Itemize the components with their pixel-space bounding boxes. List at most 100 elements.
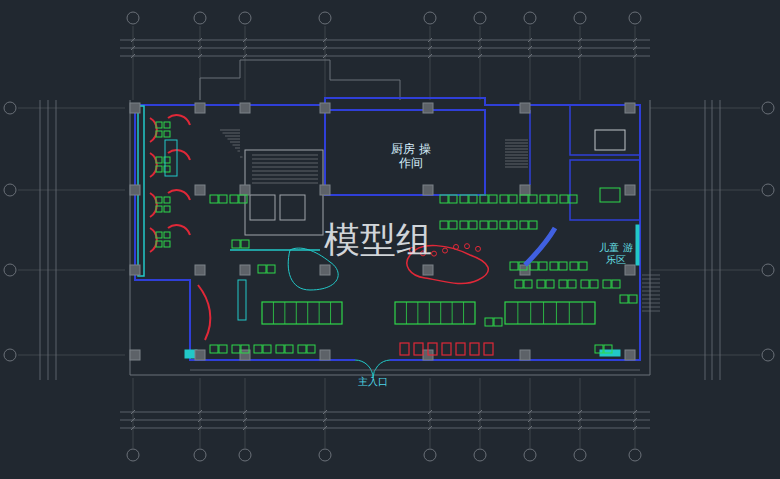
stair-tread bbox=[252, 159, 318, 160]
lift bbox=[250, 195, 275, 220]
chair bbox=[449, 195, 457, 203]
dimension-tick bbox=[528, 426, 532, 430]
step-line bbox=[642, 307, 660, 308]
room-area: 厨房 操作间 bbox=[388, 142, 434, 171]
long-table bbox=[307, 302, 308, 324]
room-wall bbox=[570, 160, 640, 220]
kitchen-wall bbox=[325, 110, 485, 195]
dimension-tick bbox=[131, 418, 135, 422]
chair bbox=[560, 195, 568, 203]
chair bbox=[550, 262, 558, 270]
booth-sofa bbox=[168, 150, 190, 160]
axis-bubble bbox=[239, 449, 251, 461]
chair bbox=[524, 280, 532, 288]
axis-bubble bbox=[319, 12, 331, 24]
column bbox=[423, 265, 433, 275]
long-table bbox=[569, 302, 570, 324]
chair bbox=[267, 265, 275, 273]
column bbox=[625, 103, 635, 113]
stair-tread bbox=[252, 163, 318, 164]
dimension-tick bbox=[478, 54, 482, 58]
chair bbox=[603, 280, 611, 288]
axis-bubble bbox=[424, 449, 436, 461]
axis-bubble bbox=[4, 349, 16, 361]
chair bbox=[500, 221, 508, 229]
stair-tread bbox=[228, 139, 241, 140]
chair bbox=[590, 280, 598, 288]
dimension-tick bbox=[323, 54, 327, 58]
stair-tread bbox=[505, 149, 528, 150]
axis-bubble bbox=[762, 264, 774, 276]
chair bbox=[440, 221, 448, 229]
dimension-tick bbox=[243, 38, 247, 42]
dimension-line bbox=[712, 100, 713, 380]
chair bbox=[156, 157, 162, 163]
dimension-tick bbox=[131, 426, 135, 430]
dimension-tick bbox=[633, 410, 637, 414]
dimension-tick bbox=[243, 54, 247, 58]
stair-tread bbox=[252, 179, 318, 180]
dimension-tick bbox=[131, 410, 135, 414]
chair bbox=[612, 280, 620, 288]
stair-tread bbox=[505, 164, 528, 165]
dimension-line bbox=[56, 100, 57, 380]
chair bbox=[581, 280, 589, 288]
chair bbox=[529, 195, 537, 203]
chair bbox=[210, 195, 218, 203]
chair bbox=[569, 195, 577, 203]
column bbox=[520, 350, 530, 360]
dimension-tick bbox=[428, 418, 432, 422]
chair bbox=[515, 280, 523, 288]
meeting-table bbox=[595, 130, 625, 150]
step-line bbox=[642, 291, 660, 292]
chair bbox=[460, 221, 468, 229]
bar-stool bbox=[476, 246, 481, 251]
dimension-tick bbox=[243, 410, 247, 414]
axis-bubble bbox=[127, 449, 139, 461]
stair-tread bbox=[252, 183, 318, 184]
dimension-tick bbox=[528, 38, 532, 42]
dimension-tick bbox=[198, 38, 202, 42]
door-swing bbox=[373, 360, 390, 378]
axis-line bbox=[18, 190, 125, 191]
dimension-tick bbox=[633, 418, 637, 422]
dimension-tick bbox=[478, 426, 482, 430]
chair bbox=[520, 195, 528, 203]
chair bbox=[156, 166, 162, 172]
stair-tread bbox=[238, 151, 241, 152]
stair-tread bbox=[252, 167, 318, 168]
dimension-tick bbox=[243, 418, 247, 422]
stair-tread bbox=[225, 136, 240, 137]
axis-bubble bbox=[424, 12, 436, 24]
stair-tread bbox=[252, 155, 318, 156]
chair bbox=[629, 295, 637, 303]
long-table bbox=[429, 302, 430, 324]
chair bbox=[285, 345, 293, 353]
axis-bubble bbox=[762, 349, 774, 361]
stair-tread bbox=[505, 140, 528, 141]
wall bbox=[135, 105, 355, 360]
axis-line bbox=[133, 26, 134, 100]
axis-bubble bbox=[524, 12, 536, 24]
long-table bbox=[330, 302, 331, 324]
dimension-tick bbox=[578, 38, 582, 42]
chair bbox=[500, 195, 508, 203]
dimension-tick bbox=[323, 418, 327, 422]
axis-line bbox=[580, 26, 581, 100]
stair-tread bbox=[505, 146, 528, 147]
chair bbox=[509, 221, 517, 229]
feature-curve bbox=[525, 228, 555, 265]
dimension-tick bbox=[428, 426, 432, 430]
long-table bbox=[452, 302, 453, 324]
dimension-tick bbox=[478, 38, 482, 42]
stair-tread bbox=[235, 148, 240, 149]
dimension-tick bbox=[428, 38, 432, 42]
axis-bubble bbox=[239, 12, 251, 24]
stair-tread bbox=[505, 143, 528, 144]
long-table bbox=[284, 302, 285, 324]
chair bbox=[164, 241, 170, 247]
long-table bbox=[440, 302, 441, 324]
long-table bbox=[530, 302, 531, 324]
column bbox=[520, 103, 530, 113]
axis-line bbox=[480, 26, 481, 100]
